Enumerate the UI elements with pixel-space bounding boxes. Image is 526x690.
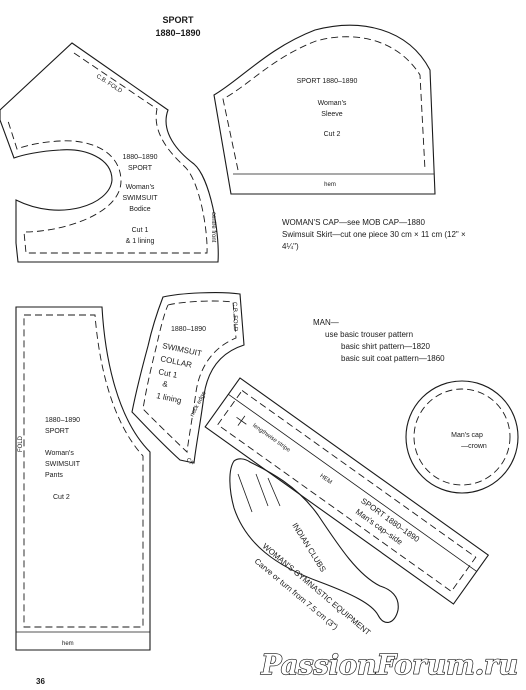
man-line1: MAN—: [313, 318, 339, 327]
sleeve-hem-label: hem: [324, 182, 336, 188]
pants-pattern: [15, 306, 151, 651]
pants-line4: SWIMSUIT: [45, 461, 81, 468]
pants-line6: Cut 2: [53, 494, 70, 501]
note-womans-cap: WOMAN'S CAP—see MOB CAP—1880: [282, 218, 425, 227]
cap-side-outline: [204, 377, 490, 605]
collar-neck-label: neck edge: [189, 390, 208, 418]
bodice-line5: Bodice: [129, 206, 151, 213]
page-subtitle: 1880–1890: [155, 28, 200, 38]
sleeve-line1: SPORT 1880–1890: [297, 78, 358, 85]
pants-hem-label: hem: [62, 641, 74, 647]
cap-side-stripe-label: lengthwise stripe: [251, 423, 291, 454]
indian-club-outline: [229, 458, 399, 623]
pants-fold-label: FOLD: [18, 435, 24, 452]
note-skirt-line1: Swimsuit Skirt—cut one piece 30 cm × 11 …: [282, 230, 466, 239]
note-skirt-line2: 4¼"): [282, 242, 299, 251]
sleeve-line3: Sleeve: [321, 111, 343, 118]
pants-line3: Woman's: [45, 450, 74, 457]
pants-line2: SPORT: [45, 428, 70, 435]
bodice-line3: Woman's: [126, 184, 155, 191]
man-line4: basic suit coat pattern—1860: [341, 354, 445, 363]
page-number: 36: [36, 677, 45, 686]
bodice-fold-label: C.B. FOLD: [95, 74, 123, 95]
crown-outline: [405, 380, 519, 494]
collar-cf-label: CF: [185, 457, 195, 467]
man-line2: use basic trouser pattern: [325, 330, 413, 339]
bodice-line7: & 1 lining: [126, 238, 155, 245]
bodice-centre-label: centre front: [210, 212, 216, 243]
collar-fold-label: C.B. FOLD: [231, 302, 238, 332]
collar-line6: 1 lining: [156, 391, 183, 405]
bodice-line6: Cut 1: [132, 227, 149, 234]
sleeve-line2: Woman's: [318, 100, 347, 107]
bodice-outline: [0, 42, 219, 263]
collar-line4: Cut 1: [158, 367, 179, 380]
collar-line5: &: [162, 379, 170, 389]
bodice-line2: SPORT: [128, 165, 153, 172]
cap-side-hem-label: HEM: [318, 473, 332, 486]
indian-club-pattern: [229, 458, 399, 623]
man-line3: basic shirt pattern—1820: [341, 342, 430, 351]
sleeve-line4: Cut 2: [324, 131, 341, 138]
bodice-pattern: [0, 42, 219, 263]
collar-outline: [131, 292, 245, 464]
bodice-line4: SWIMSUIT: [123, 195, 159, 202]
page-title: SPORT: [162, 15, 194, 25]
sleeve-pattern: [213, 24, 436, 195]
crown-line1: Man's cap: [451, 432, 483, 439]
pants-line5: Pants: [45, 472, 63, 479]
collar-pattern: [131, 292, 245, 464]
cap-crown-pattern: [405, 380, 519, 494]
sleeve-outline: [213, 24, 436, 195]
bodice-line1: 1880–1890: [122, 154, 157, 161]
watermark: PassionForum.ru: [260, 650, 518, 681]
crown-line2: —crown: [461, 443, 487, 450]
pants-line1: 1880–1890: [45, 417, 80, 424]
collar-line1: 1880–1890: [171, 326, 206, 333]
pants-outline: [15, 306, 151, 651]
